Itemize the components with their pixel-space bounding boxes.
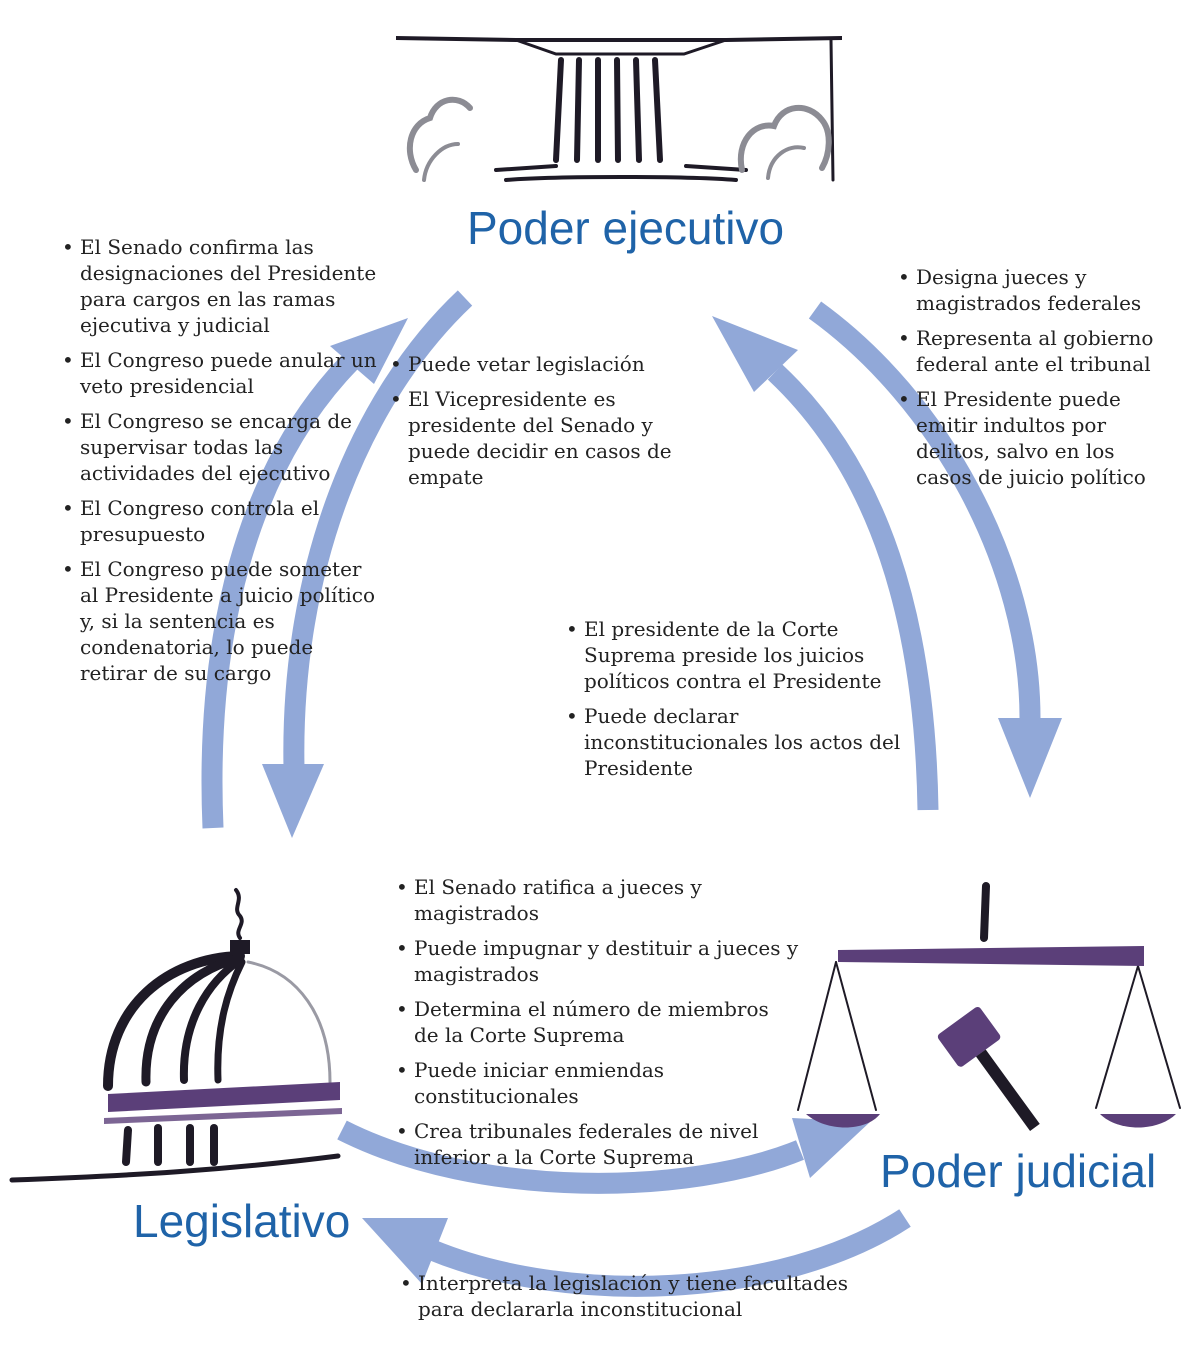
list-item: Representa al gobierno federal ante el t… (896, 325, 1156, 377)
list-item: El Congreso se encarga de supervisar tod… (60, 408, 380, 486)
list-item: El Vicepresidente es presidente del Sena… (388, 386, 698, 490)
list-item: El presidente de la Corte Suprema presid… (564, 616, 924, 694)
legislative-title: Legislativo (133, 1195, 351, 1247)
white-house-icon (396, 36, 842, 182)
list-item: Interpreta la legislación y tiene facult… (398, 1270, 898, 1322)
list-item: El Congreso puede someter al Presidente … (60, 556, 380, 686)
list-item: Designa jueces y magistrados federales (896, 264, 1156, 316)
executive-on-judicial-list: Designa jueces y magistrados federales R… (896, 264, 1156, 499)
list-item: El Senado confirma las designaciones del… (60, 234, 380, 338)
list-item: El Senado ratifica a jueces y magistrado… (394, 874, 799, 926)
list-item: Puede vetar legislación (388, 351, 698, 377)
list-item: Puede impugnar y destituir a jueces y ma… (394, 935, 799, 987)
arrow-executive-to-judicial (808, 301, 1062, 798)
legislative-on-executive-list: El Senado confirma las designaciones del… (60, 234, 380, 695)
executive-title: Poder ejecutivo (467, 202, 785, 254)
list-item: Puede iniciar enmiendas constitucionales (394, 1057, 799, 1109)
judicial-title: Poder judicial (880, 1145, 1157, 1197)
scales-of-justice-icon (797, 882, 1181, 1131)
list-item: Puede declarar inconstitucionales los ac… (564, 703, 924, 781)
list-item: Determina el número de miembros de la Co… (394, 996, 799, 1048)
list-item: Crea tribunales federales de nivel infer… (394, 1118, 799, 1170)
executive-on-legislative-list: Puede vetar legislación El Vicepresident… (388, 351, 698, 499)
list-item: El Congreso puede anular un veto preside… (60, 347, 380, 399)
judicial-on-legislative-list: Interpreta la legislación y tiene facult… (398, 1270, 898, 1331)
list-item: El Congreso controla el presupuesto (60, 495, 380, 547)
capitol-dome-icon (9, 888, 342, 1183)
arrow-judicial-to-executive (712, 316, 939, 811)
judicial-on-executive-list: El presidente de la Corte Suprema presid… (564, 616, 924, 790)
list-item: El Presidente puede emitir indultos por … (896, 386, 1156, 490)
legislative-on-judicial-list: El Senado ratifica a jueces y magistrado… (394, 874, 799, 1179)
